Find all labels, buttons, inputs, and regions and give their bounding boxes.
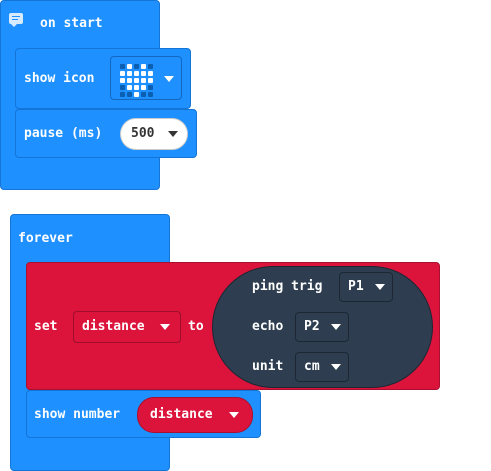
led-cell	[141, 71, 146, 76]
led-cell	[120, 85, 125, 90]
set-label: set	[34, 319, 58, 334]
show-number-variable-name: distance	[150, 407, 213, 422]
pause-duration-dropdown[interactable]: 500	[120, 118, 188, 150]
led-cell	[148, 78, 153, 83]
led-cell	[120, 78, 125, 83]
led-cell	[134, 85, 139, 90]
on-start-header: on start	[40, 16, 103, 31]
led-cell	[120, 64, 125, 69]
unit-dropdown[interactable]: cm	[295, 352, 349, 382]
led-cell	[127, 85, 132, 90]
echo-label: echo	[252, 319, 284, 334]
led-cell	[141, 85, 146, 90]
show-number-label: show number	[34, 407, 121, 422]
set-variable-name: distance	[82, 319, 145, 334]
unit-label: unit	[252, 359, 284, 374]
led-cell	[148, 92, 153, 97]
forever-header: forever	[18, 231, 73, 246]
led-cell	[127, 64, 132, 69]
led-cell	[127, 78, 132, 83]
trig-pin-value: P1	[348, 279, 364, 294]
ping-trig-label: ping trig	[252, 279, 323, 294]
led-cell	[134, 64, 139, 69]
pause-label: pause (ms)	[24, 126, 103, 141]
led-cell	[120, 71, 125, 76]
show-number-variable-reporter[interactable]: distance	[137, 397, 253, 433]
comment-icon[interactable]	[9, 13, 23, 27]
heart-icon	[120, 64, 153, 97]
led-cell	[148, 71, 153, 76]
chevron-down-icon	[331, 324, 341, 330]
led-cell	[134, 71, 139, 76]
led-cell	[141, 64, 146, 69]
led-cell	[134, 78, 139, 83]
trig-pin-dropdown[interactable]: P1	[339, 272, 393, 302]
led-cell	[141, 92, 146, 97]
led-cell	[127, 71, 132, 76]
led-cell	[148, 64, 153, 69]
show-icon-label: show icon	[24, 71, 95, 86]
unit-value: cm	[304, 359, 320, 374]
led-cell	[134, 92, 139, 97]
chevron-down-icon	[375, 284, 385, 290]
chevron-down-icon	[168, 131, 178, 137]
echo-pin-value: P2	[304, 319, 320, 334]
icon-dropdown[interactable]	[110, 56, 182, 100]
to-label: to	[188, 319, 204, 334]
led-cell	[120, 92, 125, 97]
led-cell	[141, 78, 146, 83]
chevron-down-icon	[160, 324, 170, 330]
led-cell	[148, 85, 153, 90]
chevron-down-icon	[229, 412, 239, 418]
led-cell	[127, 92, 132, 97]
set-variable-dropdown[interactable]: distance	[73, 311, 181, 343]
chevron-down-icon	[331, 364, 341, 370]
echo-pin-dropdown[interactable]: P2	[295, 312, 349, 342]
chevron-down-icon	[164, 76, 174, 82]
pause-duration-value: 500	[131, 126, 155, 141]
